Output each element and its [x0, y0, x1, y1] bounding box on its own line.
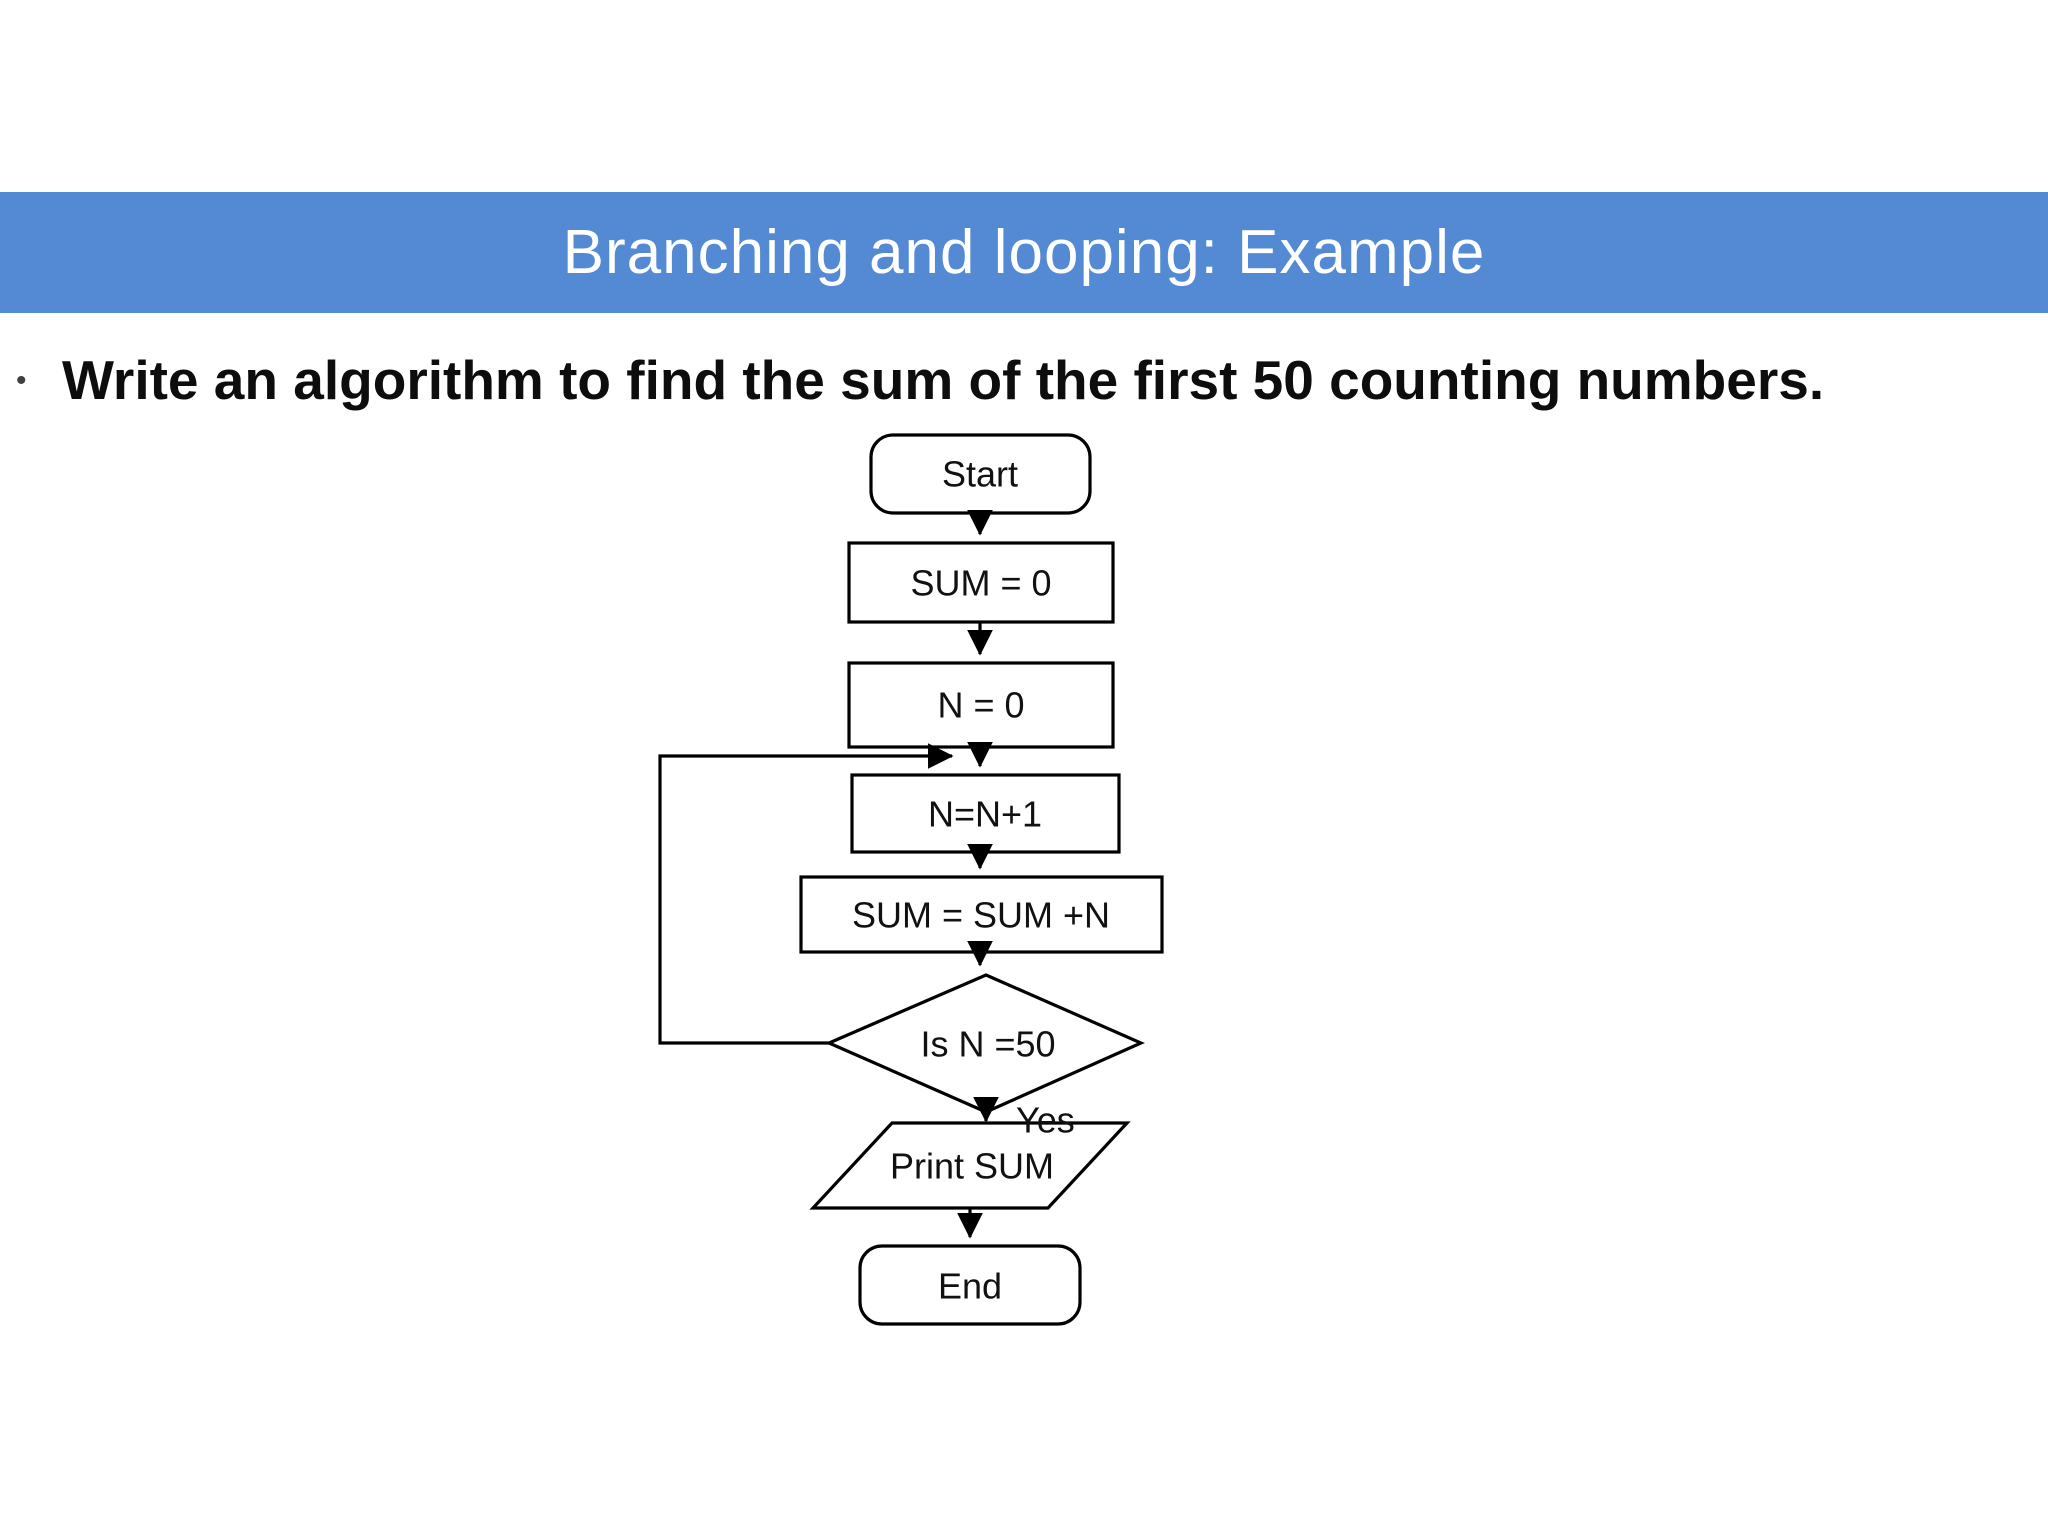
label-start: Start	[942, 454, 1018, 495]
title-banner: Branching and looping: Example	[0, 192, 2048, 313]
node-print-sum-io	[809, 1121, 1131, 1210]
bullet-marker: •	[16, 364, 27, 397]
label-yes: Yes	[1016, 1100, 1075, 1141]
label-end: End	[938, 1266, 1002, 1307]
node-n-0-process	[847, 661, 1115, 749]
label-n-n-1: N=N+1	[928, 794, 1042, 835]
label-sum-sum-n: SUM = SUM +N	[852, 895, 1110, 936]
label-is-n-50: Is N =50	[920, 1024, 1055, 1065]
node-sum-sum-n-process	[799, 875, 1164, 954]
edge-decision-loop-back	[658, 743, 954, 1045]
node-n-n-1-process	[850, 773, 1121, 854]
label-sum-0: SUM = 0	[910, 563, 1051, 604]
node-end-terminator	[858, 1244, 1082, 1326]
label-print-sum: Print SUM	[890, 1146, 1054, 1187]
slide-title: Branching and looping: Example	[562, 218, 1486, 287]
bullet-text: Write an algorithm to find the sum of th…	[62, 349, 1825, 411]
label-n-0: N = 0	[937, 685, 1024, 726]
